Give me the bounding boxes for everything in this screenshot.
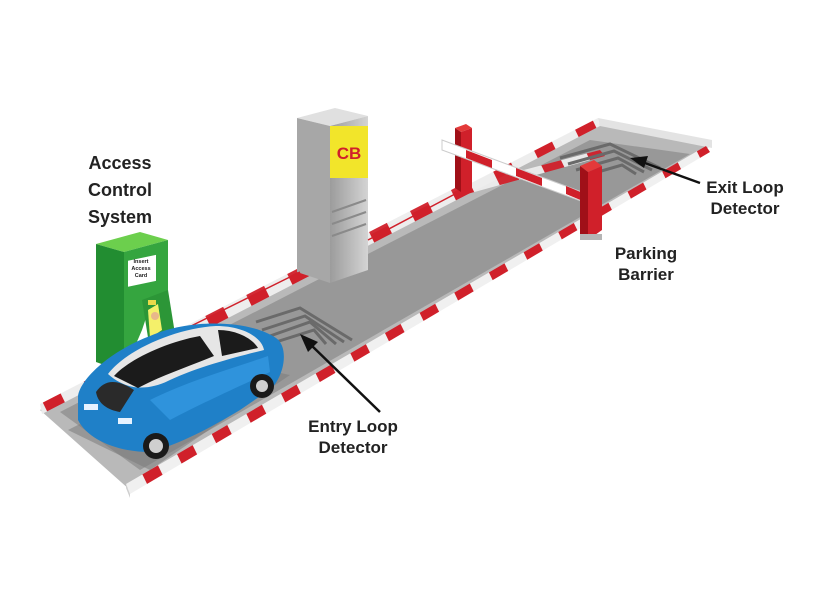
kiosk-screen-line-2: Access xyxy=(131,266,150,272)
kiosk-screen-line-3: Card xyxy=(135,273,148,279)
entry-loop-arrow xyxy=(300,334,381,413)
access-control-system-label: Access Control System xyxy=(60,150,180,231)
barrier-arrow xyxy=(630,156,701,185)
exit-loop-detector-label: Exit Loop Detector xyxy=(690,177,800,219)
barrier-line-2: Barrier xyxy=(618,265,674,284)
cb-sign-post: CB xyxy=(182,108,456,331)
kiosk-screen xyxy=(128,254,156,287)
entry-loop-detector xyxy=(255,306,353,346)
entry-line-1: Entry Loop xyxy=(308,417,398,436)
acs-line-2: Control xyxy=(88,180,152,200)
acs-line-1: Access xyxy=(88,153,152,173)
access-control-kiosk: Insert Access Card xyxy=(96,232,176,372)
exit-line-2: Detector xyxy=(710,199,780,218)
entry-line-2: Detector xyxy=(318,438,388,457)
sign-text: CB xyxy=(337,144,362,163)
barrier-line-1: Parking xyxy=(614,244,678,263)
sign-panel xyxy=(330,126,368,178)
parking-barrier xyxy=(441,124,602,240)
parking-barrier-label: Parking Barrier xyxy=(596,243,696,285)
kiosk-screen-line-1: Insert xyxy=(134,259,149,265)
acs-line-3: System xyxy=(87,207,153,227)
near-curb xyxy=(126,146,710,498)
exit-line-1: Exit Loop xyxy=(706,178,784,197)
entry-loop-detector-label: Entry Loop Detector xyxy=(288,416,418,458)
car xyxy=(78,323,284,459)
